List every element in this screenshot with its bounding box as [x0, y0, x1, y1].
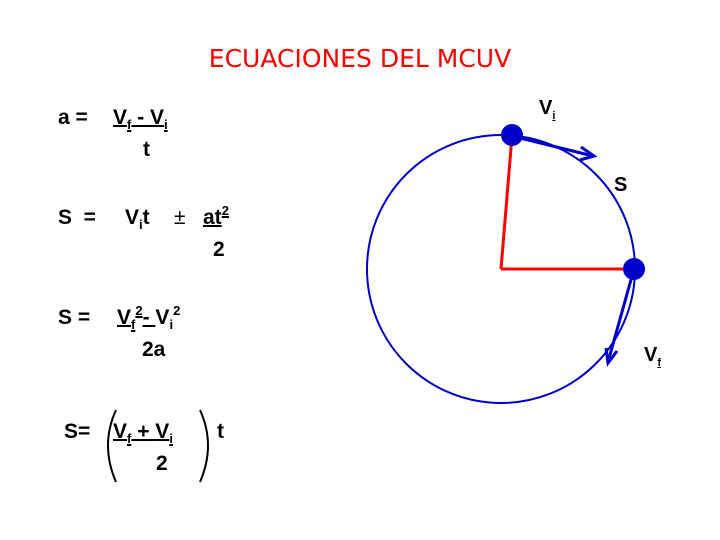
eq1-numerator: Vf - Vi — [113, 106, 168, 132]
label-vi: Vi — [539, 97, 556, 122]
eq1-lhs: a = — [58, 106, 88, 129]
eq4-numerator: Vf + Vi — [113, 420, 173, 446]
equation-displacement-1: S = — [58, 206, 96, 230]
eq2-term1: Vit — [125, 206, 150, 232]
eq4-tail: t — [217, 420, 224, 443]
point-initial — [501, 124, 523, 146]
right-paren — [199, 409, 209, 483]
eq2-denominator: 2 — [213, 238, 225, 261]
eq3-denominator: 2a — [142, 338, 166, 361]
velocity-final-arrowhead — [604, 347, 619, 367]
eq2-plus-minus: ± — [174, 206, 186, 229]
eq4-lhs: S= — [64, 420, 91, 443]
velocity-final-vector — [606, 268, 636, 363]
velocity-initial-arrowhead — [579, 145, 598, 162]
point-final — [623, 258, 645, 280]
radius-initial — [499, 135, 514, 270]
label-arc-s: S — [614, 174, 628, 196]
label-vf: Vf — [644, 344, 662, 369]
eq3-numerator: Vf2- Vi2 — [117, 303, 181, 332]
eq3-lhs: S = — [58, 306, 91, 329]
eq4-denominator: 2 — [156, 452, 168, 475]
eq2-numerator: at2 — [203, 203, 229, 229]
left-paren — [107, 409, 117, 483]
equation-acceleration: a = — [58, 106, 88, 130]
eq1-denominator: t — [143, 138, 150, 161]
equation-displacement-3: S= — [64, 420, 90, 444]
equation-displacement-2: S = — [58, 306, 90, 330]
page-title: ECUACIONES DEL MCUV — [208, 44, 512, 73]
eq2-lhs: S = — [58, 206, 96, 229]
velocity-initial-vector — [511, 134, 594, 158]
